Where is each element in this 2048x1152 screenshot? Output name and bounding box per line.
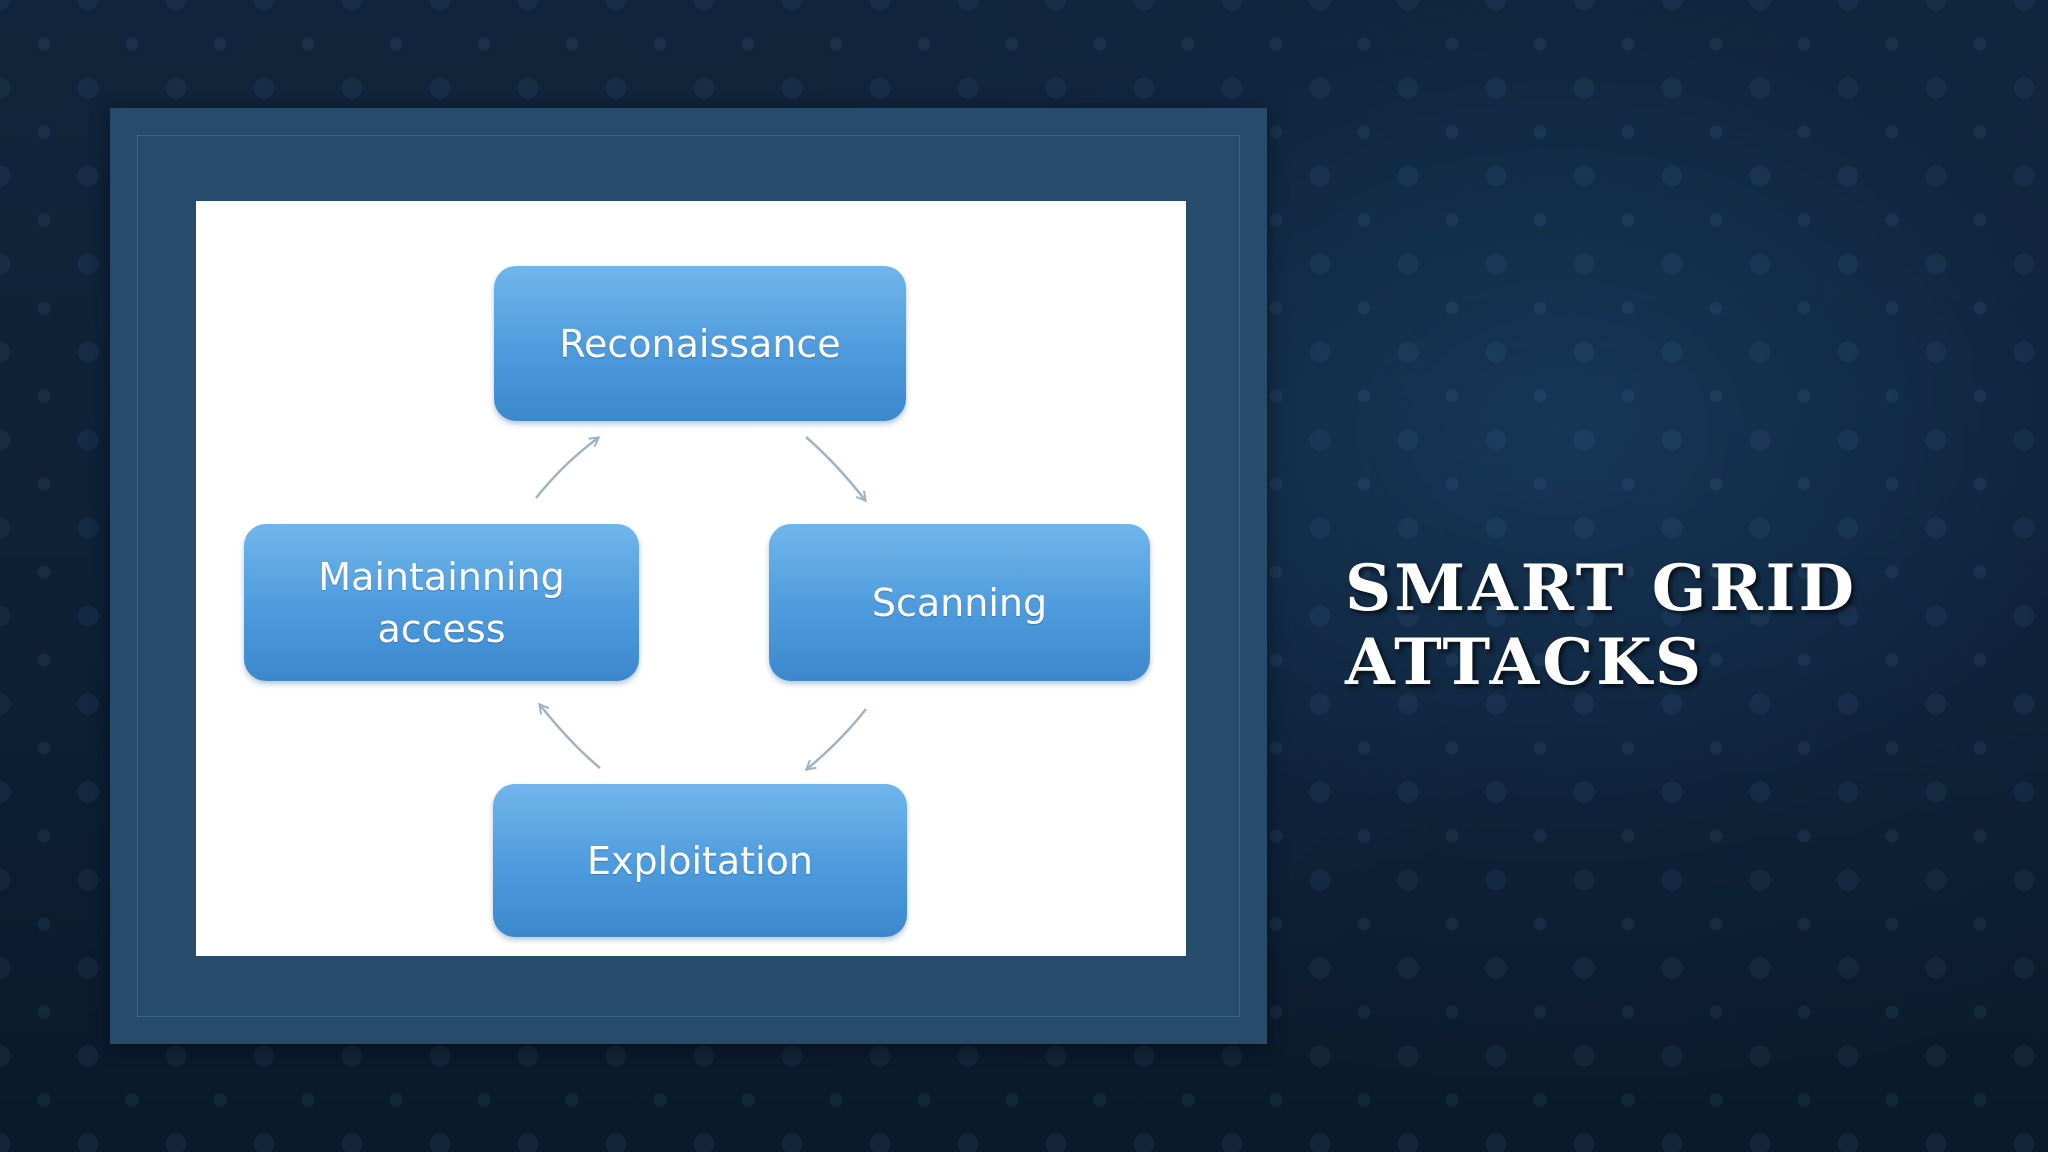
cycle-arrows bbox=[535, 436, 867, 956]
node-scanning-label: Scanning bbox=[871, 580, 1048, 625]
slide-title-line-2: ATTACKS bbox=[1345, 625, 1705, 700]
node-maintaining-access: Maintainning access bbox=[244, 524, 639, 681]
cycle-diagram: Reconaissance Scanning Exploitation Main… bbox=[196, 201, 1186, 956]
arrow-reconnaissance-to-scanning bbox=[805, 436, 865, 500]
picture-frame-inner-border bbox=[137, 135, 1240, 1017]
arrow-scanning-to-exploitation bbox=[807, 708, 867, 769]
slide-title-line-1: SMART GRID bbox=[1345, 551, 1857, 626]
node-reconnaissance-label: Reconaissance bbox=[559, 321, 841, 366]
node-maintaining-label-line1: Maintainning bbox=[318, 554, 565, 599]
slide-title: SMART GRID ATTACKS bbox=[1345, 552, 1985, 700]
arrow-maintaining-to-reconnaissance bbox=[535, 438, 598, 499]
arrow-exploitation-to-maintaining bbox=[540, 705, 601, 769]
node-maintaining-label-line2: access bbox=[377, 606, 506, 651]
node-reconnaissance: Reconaissance bbox=[494, 266, 906, 421]
node-exploitation: Exploitation bbox=[493, 784, 907, 937]
node-scanning: Scanning bbox=[769, 524, 1150, 681]
node-exploitation-label: Exploitation bbox=[587, 838, 813, 883]
